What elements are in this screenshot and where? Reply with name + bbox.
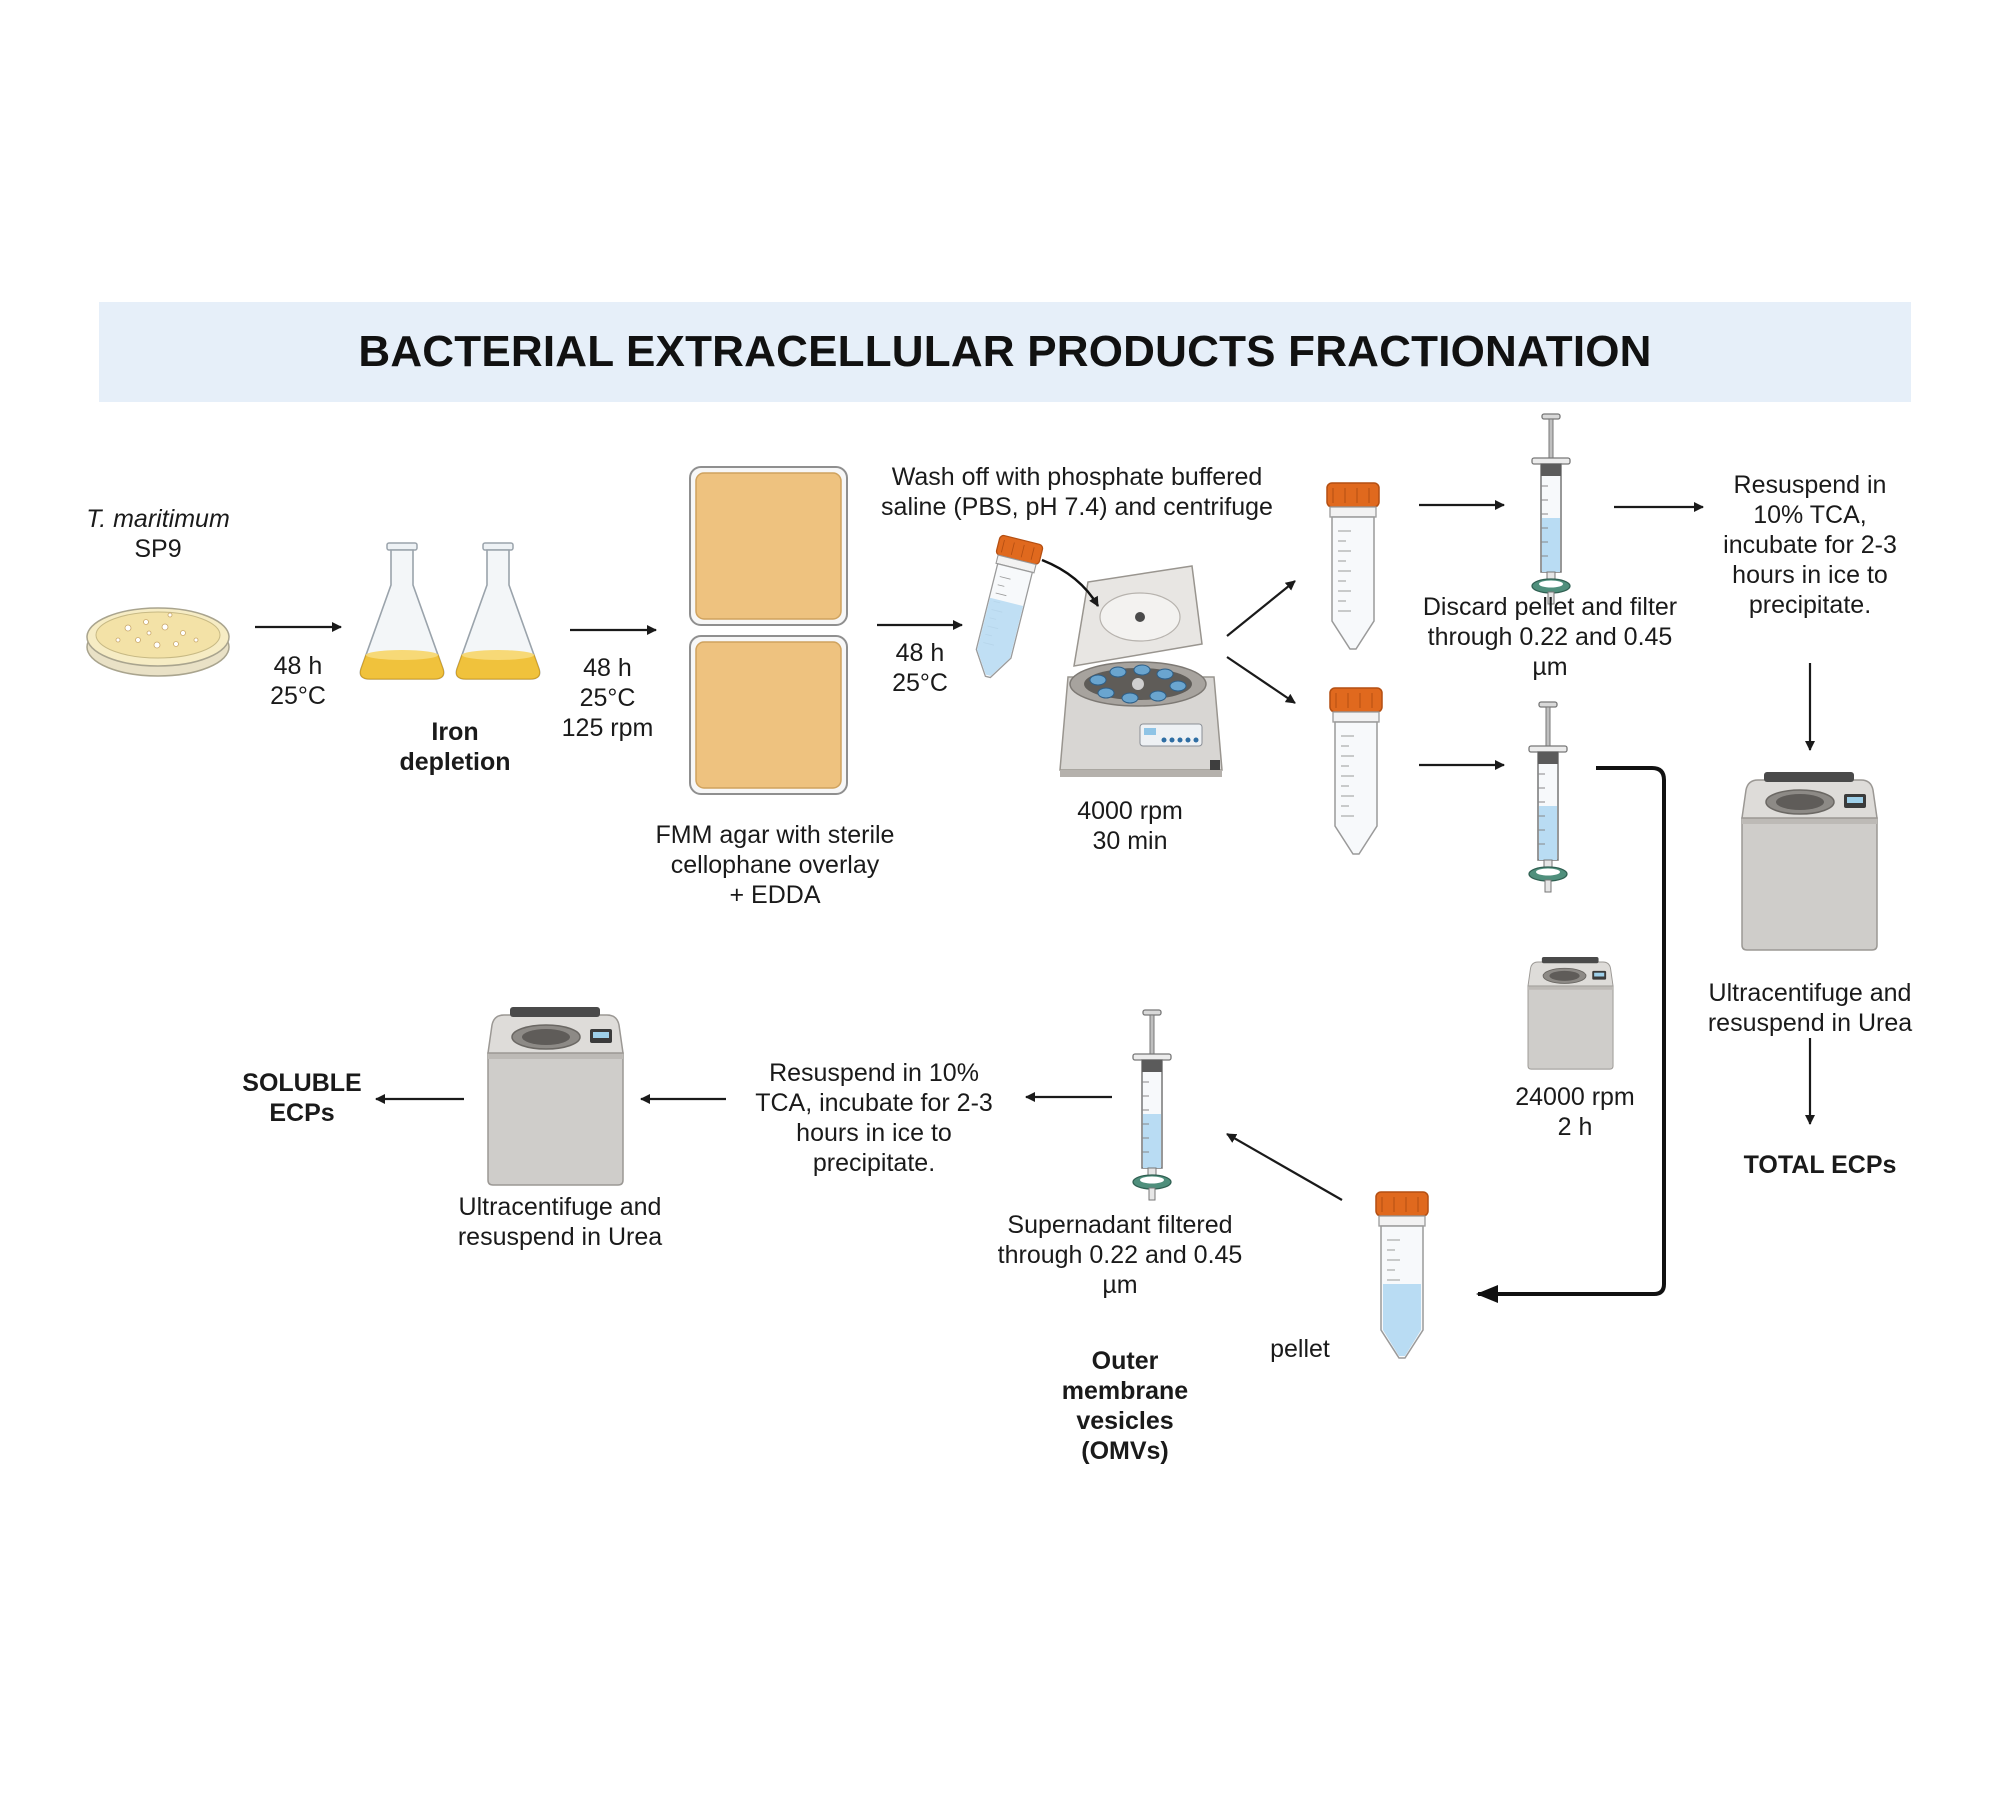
erlenmeyer-flask-icon <box>455 542 541 680</box>
falcon-tube-icon <box>1375 1191 1429 1359</box>
ultra-right-label: Ultracentifuge and resuspend in Urea <box>1707 979 1913 1037</box>
title-banner <box>99 302 1911 402</box>
curved-arrow <box>1041 558 1100 607</box>
ultracentrifuge-icon <box>487 1006 624 1186</box>
falcon-tube-icon <box>1326 482 1380 650</box>
arrow <box>1226 1133 1343 1201</box>
wash-label: Wash off with phosphate buffered saline … <box>881 463 1273 521</box>
step2-conditions: 48 h 25°C 125 rpm <box>561 654 654 742</box>
ultracentrifuge-icon <box>1741 771 1878 951</box>
supernatant-label: Supernadant filtered through 0.22 and 0.… <box>997 1211 1243 1299</box>
agar-label: FMM agar with sterile cellophane overlay… <box>655 821 895 909</box>
agar-plate-icon <box>689 635 848 795</box>
total-ecps-label: TOTAL ECPs <box>1743 1151 1897 1179</box>
centrifuge-speed: 4000 rpm 30 min <box>1077 797 1183 855</box>
omv-label: Outer membrane vesicles (OMVs) <box>1061 1347 1189 1465</box>
discard-label: Discard pellet and filter through 0.22 a… <box>1422 593 1678 681</box>
syringe-filter-icon <box>1528 701 1568 893</box>
pellet-label: pellet <box>1270 1335 1330 1363</box>
arrow <box>1226 580 1296 637</box>
ultra-speed: 24000 rpm 2 h <box>1515 1083 1635 1141</box>
falcon-tube-icon <box>1329 687 1383 855</box>
iron-depletion-label: Iron depletion <box>399 718 511 776</box>
tca-left-label: Resuspend in 10% TCA, incubate for 2-3 h… <box>755 1059 993 1177</box>
arrow <box>1226 656 1296 704</box>
diagram-title: BACTERIAL EXTRACELLULAR PRODUCTS FRACTIO… <box>358 327 1652 376</box>
organism-strain: SP9 <box>134 535 182 563</box>
petri-dish-icon <box>86 607 230 677</box>
return-arrow <box>1476 766 1666 1303</box>
step3-conditions: 48 h 25°C <box>892 639 948 697</box>
step1-conditions: 48 h 25°C <box>270 652 326 710</box>
agar-plate-icon <box>689 466 848 626</box>
soluble-ecps-label: SOLUBLE ECPs <box>242 1069 362 1127</box>
falcon-tube-icon <box>965 534 1045 683</box>
syringe-filter-icon <box>1531 413 1571 605</box>
erlenmeyer-flask-icon <box>359 542 445 680</box>
benchtop-centrifuge-icon <box>1059 565 1223 777</box>
syringe-filter-icon <box>1132 1009 1172 1201</box>
ultra-left-label: Ultracentifuge and resuspend in Urea <box>457 1193 663 1251</box>
tca-right-label: Resuspend in 10% TCA, incubate for 2-3 h… <box>1723 471 1897 619</box>
organism-name: T. maritimum <box>86 505 230 533</box>
ultracentrifuge-icon <box>1527 956 1614 1070</box>
